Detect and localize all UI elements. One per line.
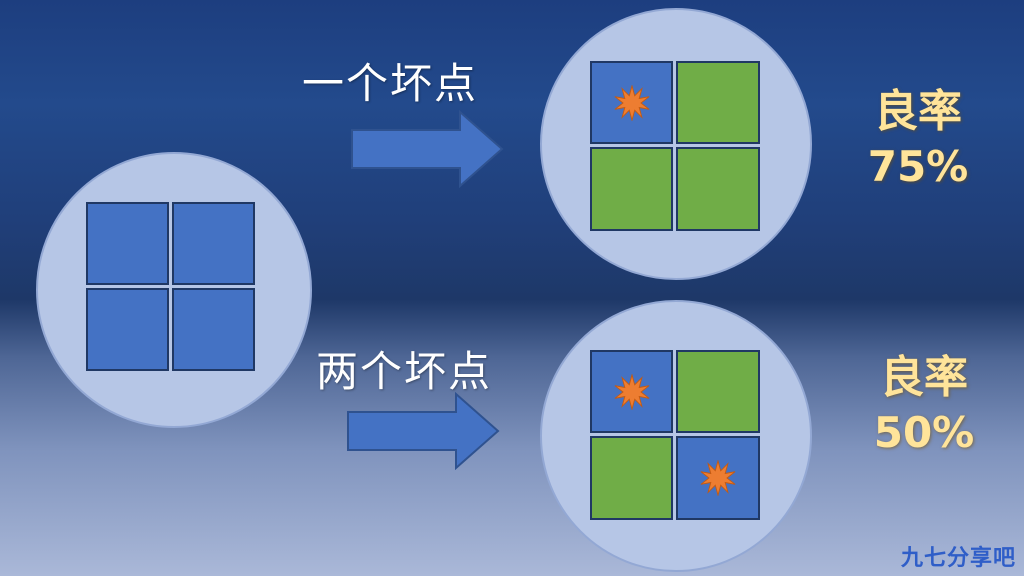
scenario-2-arrow-icon	[347, 392, 500, 470]
scenario-1-die-3	[590, 147, 673, 231]
scenario-1-die-4	[676, 147, 760, 231]
scenario-2-label: 两个坏点	[316, 347, 493, 396]
source-die-4	[172, 288, 255, 371]
scenario-1-yield: 良率 75%	[856, 84, 980, 194]
defect-burst-icon	[614, 84, 649, 121]
source-wafer	[36, 152, 312, 428]
site-watermark: 九七分享吧	[900, 546, 1016, 571]
defect-burst-icon	[614, 373, 649, 410]
source-die-2	[172, 202, 255, 285]
scenario-2-yield: 良率 50%	[862, 350, 986, 460]
scenario-2-yield-label: 良率	[880, 352, 968, 403]
source-die-1	[86, 202, 169, 285]
scenario-2-die-4	[676, 436, 760, 520]
scenario-2-die-1	[590, 350, 673, 433]
scenario-1-yield-value: 75%	[867, 142, 969, 191]
scenario-1-wafer	[540, 8, 812, 280]
source-die-3	[86, 288, 169, 371]
scenario-1-yield-label: 良率	[874, 86, 962, 137]
scenario-1-die-2	[676, 61, 760, 144]
scenario-2-wafer	[540, 300, 812, 572]
scenario-2-die-3	[590, 436, 673, 520]
scenario-1-arrow-icon	[351, 110, 504, 188]
scenario-1-label: 一个坏点	[302, 59, 479, 108]
defect-burst-icon	[700, 460, 736, 496]
scenario-1-die-1	[590, 61, 673, 144]
scenario-2-die-2	[676, 350, 760, 433]
scenario-2-yield-value: 50%	[873, 408, 975, 457]
